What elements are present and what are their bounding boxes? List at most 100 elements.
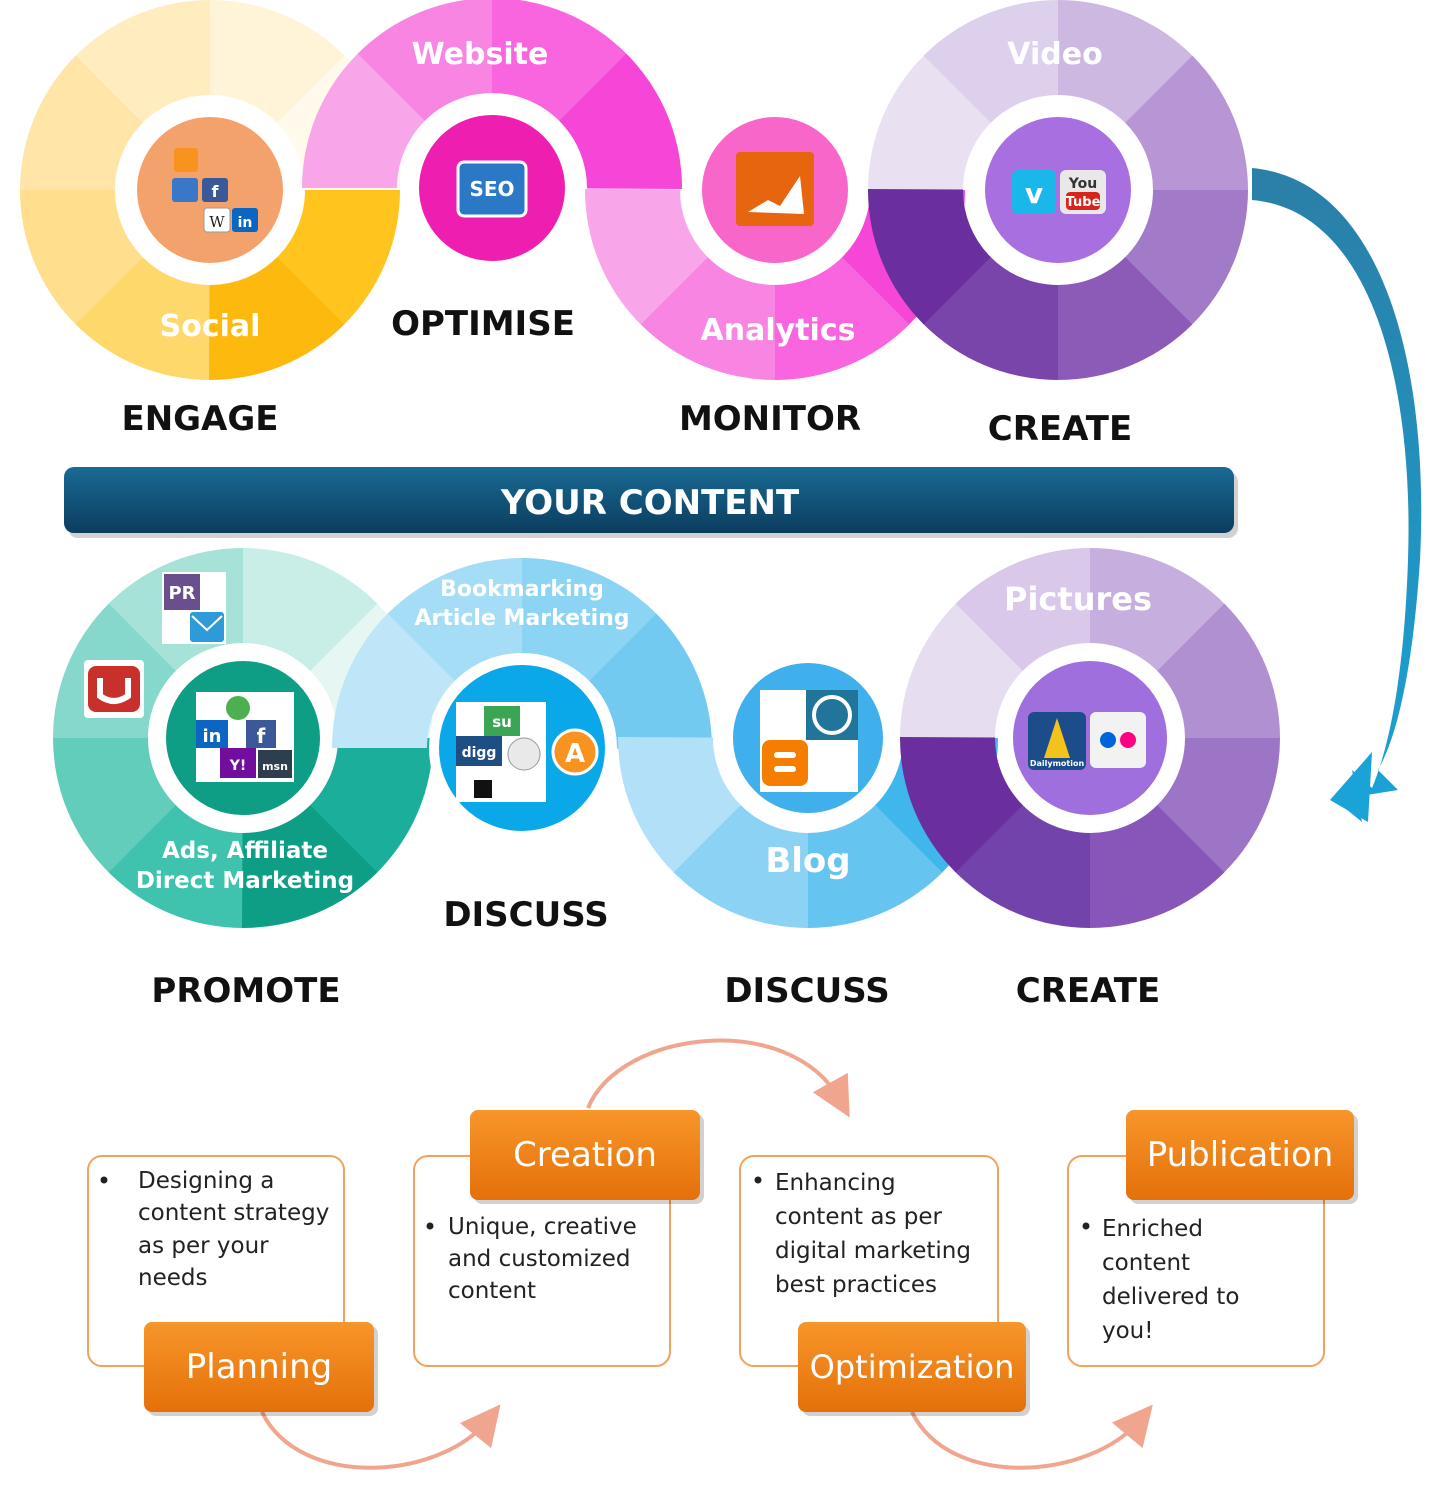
pictures-ring-segment-8 (900, 737, 1023, 873)
creation-bullet-line-1: Unique, creative (448, 1214, 637, 1240)
alexa-icon (551, 728, 599, 776)
linkedin-icon-2 (196, 720, 228, 748)
video-label: Video (1007, 37, 1102, 72)
video-ring-segment-3 (1058, 0, 1194, 124)
promote-ring-segment-7 (309, 738, 433, 874)
stumbleupon-icon-label: su (492, 713, 512, 731)
stage-create-bottom: CREATE (1016, 971, 1160, 1011)
bookmarking-ring-segment-2 (387, 558, 523, 681)
blog-label: Blog (765, 841, 850, 881)
bookmarking-ring-segment-3 (522, 558, 658, 682)
optimization-bullet-line-3: digital marketing (775, 1238, 971, 1264)
youtube-icon-label-1: You (1068, 176, 1097, 192)
process-box-publication: Enriched content delivered to you! Publi… (1067, 1110, 1358, 1367)
ads-label-1: Ads, Affiliate (162, 838, 328, 864)
website-ring-segment-4 (559, 53, 682, 189)
bookmarking-ring-segment-1 (332, 612, 456, 748)
process-arrows (260, 1038, 1153, 1470)
social-ring-segment-5 (210, 0, 346, 124)
creation-title: Creation (513, 1135, 657, 1175)
linkedin-icon (232, 208, 258, 232)
wikipedia-icon (203, 207, 231, 233)
stage-monitor: MONITOR (679, 399, 861, 439)
promote-ring-segment-8 (242, 805, 378, 928)
arrow-creation-to-optimization (586, 1038, 850, 1118)
website-ring-segment-1 (302, 52, 426, 188)
reddit-icon (507, 737, 541, 771)
youtube-icon-label-2: Tube (1066, 195, 1101, 210)
ads-label-2: Direct Marketing (136, 868, 354, 894)
social-ring-segment-8 (209, 257, 345, 380)
social-ring-segment-7 (276, 190, 400, 326)
arrow-optimization-to-publication (910, 1404, 1153, 1470)
publication-bullet-line-3: delivered to (1102, 1284, 1239, 1310)
seo-icon-label: SEO (469, 177, 514, 201)
blogger-icon (762, 740, 808, 786)
video-ring-segment-8 (868, 189, 991, 325)
seo-icon-circle: SEO (409, 105, 575, 271)
video-ring-segment-5 (1124, 190, 1248, 326)
promote-ring-segment-1 (107, 804, 244, 928)
vimeo-icon-label: v (1025, 177, 1043, 210)
blog-ring-segment-3 (672, 804, 808, 928)
your-content-banner: YOUR CONTENT (64, 467, 1238, 538)
stage-discuss-2: DISCUSS (724, 971, 889, 1011)
pictures-icon-circle: Dailymotion (1003, 651, 1177, 825)
facebook-icon-label: f (212, 182, 220, 201)
pictures-ring-segment-6 (1089, 805, 1225, 928)
stage-discuss-1: DISCUSS (443, 895, 608, 935)
blog-icon-circle (723, 653, 893, 823)
publication-bullet-line-1: Enriched (1102, 1216, 1203, 1242)
analytics-chart-icon (736, 152, 814, 226)
social-label: Social (160, 309, 261, 344)
social-icon-circle: f W in (127, 107, 293, 273)
curved-arrow-icon (1252, 168, 1422, 822)
bookmarking-icon-circle: su digg A (429, 655, 615, 841)
stage-optimise: OPTIMISE (391, 304, 575, 344)
pictures-ring-segment-4 (1157, 603, 1280, 739)
pictures-ring-segment-1 (900, 602, 1024, 738)
website-label: Website (412, 37, 549, 72)
wikipedia-icon-label: W (209, 213, 225, 231)
pr-icon (164, 574, 200, 610)
pr-icon-label: PR (168, 583, 195, 604)
msn-icon (258, 750, 292, 778)
blog-ring-segment-2 (807, 805, 943, 928)
creation-bullet-line-2: and customized (448, 1246, 631, 1272)
analytics-icon-circle (692, 107, 858, 273)
publication-bullet-line-2: content (1102, 1250, 1190, 1276)
svg-text:in: in (203, 726, 222, 747)
digg-icon-label: digg (462, 745, 497, 761)
facebook-icon (202, 178, 228, 202)
google-buzz-icon (226, 696, 250, 720)
linkedin-icon-label: in (238, 215, 253, 231)
social-ring-segment-1 (74, 256, 211, 380)
banner-title: YOUR CONTENT (500, 483, 800, 523)
social-ring-segment-2 (20, 189, 143, 325)
dailymotion-icon-label: Dailymotion (1030, 759, 1085, 768)
bookmarking-label-1: Bookmarking (440, 577, 604, 602)
svg-text:f: f (257, 724, 266, 748)
stage-promote: PROMOTE (151, 971, 340, 1011)
video-ring-segment-6 (1057, 257, 1193, 381)
facebook-icon-2 (246, 720, 276, 748)
process-box-planning: Designing a content strategy as per your… (87, 1155, 378, 1416)
yahoo-icon (220, 748, 256, 778)
video-ring-segment-1 (868, 54, 992, 190)
blog-ring-segment-4 (618, 737, 741, 873)
pictures-ring-segment-7 (954, 804, 1090, 928)
pictures-label: Pictures (1004, 580, 1152, 618)
rss-icon (174, 148, 198, 172)
pictures-ring-segment-5 (1156, 738, 1280, 874)
msn-icon-label: msn (262, 760, 288, 773)
stage-create-top: CREATE (988, 409, 1132, 449)
publication-bullet-line-4: you! (1102, 1318, 1153, 1344)
vimeo-icon (1012, 170, 1056, 214)
svg-text:A: A (565, 739, 585, 769)
promote-ring-segment-5 (243, 548, 379, 672)
website-ring-segment-2 (357, 0, 493, 121)
social-ring-segment-3 (20, 54, 144, 190)
planning-bullet-line-1: Designing a (138, 1168, 274, 1194)
process-box-optimization: Enhancing content as per digital marketi… (739, 1155, 1030, 1416)
